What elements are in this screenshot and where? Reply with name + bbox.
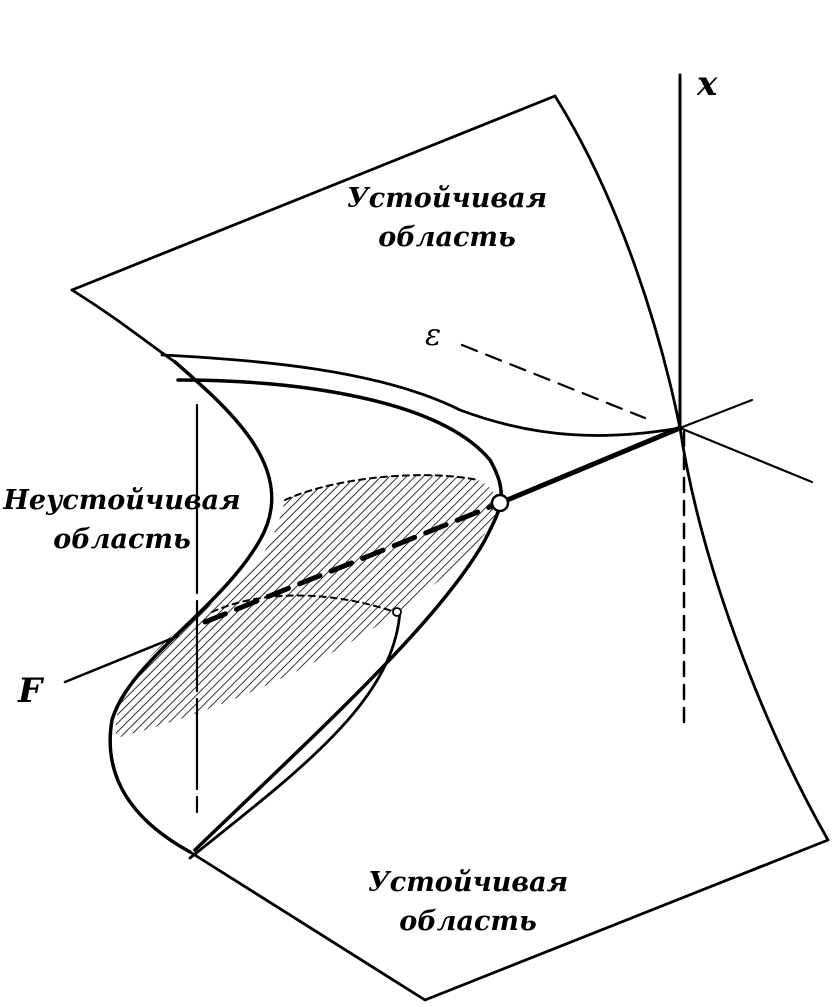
surface-bottom-edge bbox=[188, 838, 830, 1002]
fold-end-point bbox=[392, 607, 402, 617]
stable-top-label-line1: Устойчивая bbox=[347, 183, 547, 214]
unstable-label-line2: область bbox=[53, 524, 191, 555]
fold-upper-sheet bbox=[160, 353, 682, 437]
f-axis-front bbox=[63, 634, 180, 684]
cusp-outline-dashed bbox=[284, 474, 479, 501]
cusp-lower-dashed bbox=[211, 594, 396, 613]
axis-stub-right bbox=[678, 398, 754, 430]
f-axis-label: F bbox=[17, 671, 45, 711]
epsilon-axis-label: ε bbox=[425, 318, 441, 353]
cusp-hatched-region bbox=[115, 475, 497, 738]
fold-curve-inner bbox=[188, 608, 402, 860]
x-axis-label: x bbox=[696, 64, 718, 104]
stable-bottom-label-line1: Устойчивая bbox=[368, 867, 568, 898]
unstable-label-line1: Неустойчивая bbox=[2, 485, 240, 516]
f-axis-thick bbox=[497, 425, 683, 506]
stable-bottom-label-line2: область bbox=[399, 906, 537, 937]
surface-top-edge bbox=[70, 94, 557, 292]
epsilon-axis-front bbox=[678, 426, 814, 484]
cusp-point bbox=[490, 493, 510, 513]
epsilon-axis bbox=[460, 343, 647, 420]
stable-top-label-line2: область bbox=[378, 222, 516, 253]
surface-right-edge bbox=[553, 94, 830, 842]
surface-left-upper-edge bbox=[70, 288, 177, 364]
